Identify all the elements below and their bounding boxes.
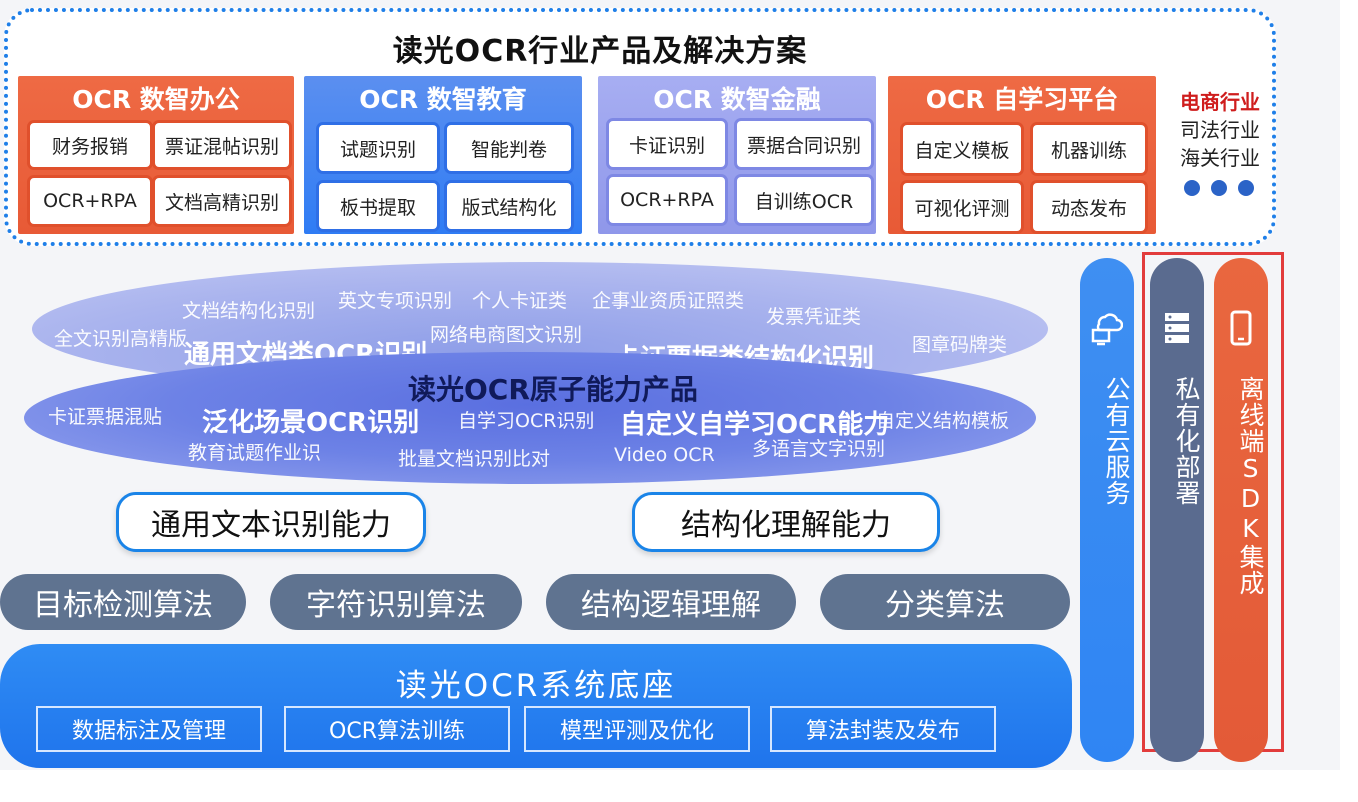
capability-label: Video OCR	[614, 444, 715, 466]
industry-list: 电商行业 司法行业 海关行业	[1170, 88, 1270, 172]
group-title: OCR 数智金融	[653, 85, 821, 114]
capability-label: 自学习OCR识别	[458, 410, 595, 432]
capability-label: 图章码牌类	[912, 334, 1008, 356]
server-icon	[1161, 310, 1193, 350]
solution-chip: 财务报销	[27, 120, 153, 170]
capability-heading: 自定义自学习OCR能力	[620, 410, 890, 440]
pillar-label: 私有化部署	[1172, 376, 1201, 506]
solution-chip: 自定义模板	[900, 122, 1024, 176]
algorithm-pill: 分类算法	[820, 574, 1070, 630]
capability-label: 企事业资质证照类	[592, 290, 745, 312]
capability-label: 英文专项识别	[338, 290, 453, 312]
group-title: OCR 自学习平台	[925, 85, 1119, 114]
deployment-private: 私有化部署	[1150, 258, 1204, 762]
solution-chip: 板书提取	[316, 180, 440, 232]
capability-pill: 结构化理解能力	[632, 492, 940, 552]
capability-label: 全文识别高精版	[54, 328, 188, 350]
mobile-phone-icon	[1225, 310, 1257, 352]
capability-label: 发票凭证类	[766, 306, 862, 328]
capability-label: 自定义结构模板	[876, 410, 1010, 432]
capability-label: 教育试题作业识	[188, 442, 322, 464]
atomic-products-title: 读光OCR原子能力产品	[408, 373, 698, 406]
solution-chip: 动态发布	[1030, 180, 1148, 234]
system-base: 读光OCR系统底座 数据标注及管理 OCR算法训练 模型评测及优化 算法封装及发…	[0, 644, 1072, 768]
solution-chip: 自训练OCR	[734, 174, 874, 226]
capability-label: 个人卡证类	[472, 290, 568, 312]
algorithm-pill: 字符识别算法	[270, 574, 522, 630]
base-title: 读光OCR系统底座	[395, 668, 677, 704]
capability-label: 卡证票据混贴	[48, 406, 163, 428]
capability-label: 文档结构化识别	[182, 300, 316, 322]
group-smart-office: OCR 数智办公 财务报销 票证混帖识别 OCR+RPA 文档高精识别	[18, 76, 294, 234]
more-dots-icon	[1184, 180, 1254, 196]
industry-ecommerce: 电商行业	[1180, 90, 1260, 114]
cropped-caption	[0, 772, 1358, 802]
lower-ellipse: 卡证票据混贴 泛化场景OCR识别 自学习OCR识别 自定义自学习OCR能力 自定…	[24, 352, 1036, 484]
deployment-public-cloud: 公有云服务	[1080, 258, 1134, 762]
solution-chip: 机器训练	[1030, 122, 1148, 176]
base-item: OCR算法训练	[284, 706, 510, 752]
base-item: 算法封装及发布	[770, 706, 996, 752]
solution-chip: 文档高精识别	[152, 175, 292, 227]
algorithm-pill: 结构逻辑理解	[546, 574, 796, 630]
solution-chip: 版式结构化	[444, 180, 574, 232]
solutions-title: 读光OCR行业产品及解决方案	[392, 34, 808, 69]
capability-label: 网络电商图文识别	[430, 324, 583, 346]
solution-chip: 票证混帖识别	[152, 120, 292, 170]
group-self-learning-platform: OCR 自学习平台 自定义模板 机器训练 可视化评测 动态发布	[888, 76, 1156, 234]
solution-chip: OCR+RPA	[27, 175, 153, 227]
industry-judicial: 司法行业	[1180, 118, 1260, 142]
capability-label: 多语言文字识别	[752, 438, 886, 460]
solution-chip: 卡证识别	[606, 118, 728, 170]
pillar-label: 离线端SDK集成	[1236, 376, 1265, 596]
base-item: 模型评测及优化	[524, 706, 750, 752]
base-item: 数据标注及管理	[36, 706, 262, 752]
solution-chip: OCR+RPA	[606, 174, 728, 226]
capability-pill: 通用文本识别能力	[116, 492, 426, 552]
industry-customs: 海关行业	[1180, 146, 1260, 170]
group-smart-education: OCR 数智教育 试题识别 智能判卷 板书提取 版式结构化	[304, 76, 582, 234]
solution-chip: 可视化评测	[900, 180, 1024, 234]
group-title: OCR 数智教育	[359, 85, 527, 114]
group-title: OCR 数智办公	[72, 85, 240, 114]
capability-heading: 泛化场景OCR识别	[202, 408, 420, 438]
highlight-frame	[1142, 252, 1284, 752]
group-smart-finance: OCR 数智金融 卡证识别 票据合同识别 OCR+RPA 自训练OCR	[598, 76, 876, 234]
solution-chip: 智能判卷	[444, 122, 574, 174]
deployment-offline-sdk: 离线端SDK集成	[1214, 258, 1268, 762]
pillar-label: 公有云服务	[1102, 376, 1131, 506]
solution-chip: 票据合同识别	[734, 118, 874, 170]
capability-label: 批量文档识别比对	[398, 448, 551, 470]
solution-chip: 试题识别	[316, 122, 440, 174]
algorithm-pill: 目标检测算法	[0, 574, 246, 630]
cloud-computer-icon	[1091, 310, 1124, 350]
